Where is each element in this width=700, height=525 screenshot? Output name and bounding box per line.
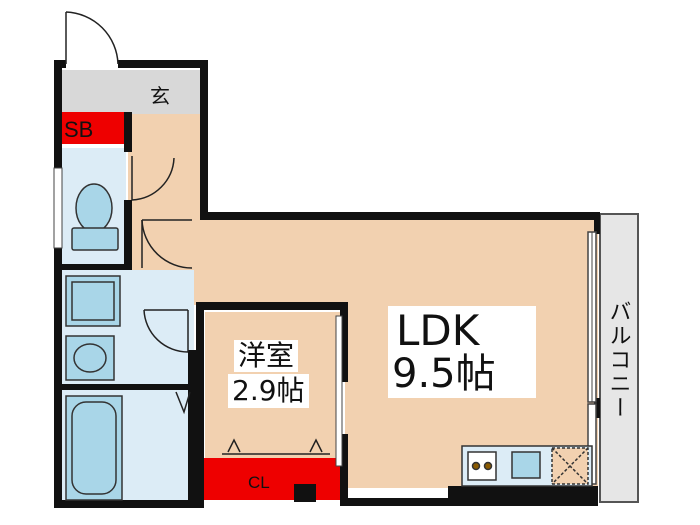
entrance-step (128, 100, 200, 114)
hallway-floor (128, 112, 200, 218)
windows (53, 167, 597, 485)
closet-pipe-shaft (294, 484, 316, 502)
kitchen-counter (461, 445, 593, 487)
balcony-floor (599, 213, 639, 503)
closet (204, 458, 344, 500)
washbasin-icon (65, 335, 115, 381)
washing-machine-icon (65, 275, 121, 327)
bathtub-icon (65, 395, 123, 501)
doors (65, 11, 330, 455)
closet-label: CL (248, 473, 270, 492)
walls (54, 60, 600, 508)
shoe-box-label: SB (64, 117, 93, 142)
ldk-label-block: LDK 9.5帖 (388, 306, 536, 398)
toilet-icon (71, 183, 119, 251)
ldk-size: 9.5帖 (392, 351, 496, 397)
western-room-name: 洋室 (234, 340, 299, 372)
western-room-size: 2.9帖 (228, 374, 309, 408)
entrance-label: 玄 (150, 84, 170, 108)
balcony-label: バルコニー (607, 300, 632, 420)
ldk-floor (130, 215, 598, 488)
shoe-box (60, 112, 128, 144)
ldk-name: LDK (396, 306, 480, 355)
